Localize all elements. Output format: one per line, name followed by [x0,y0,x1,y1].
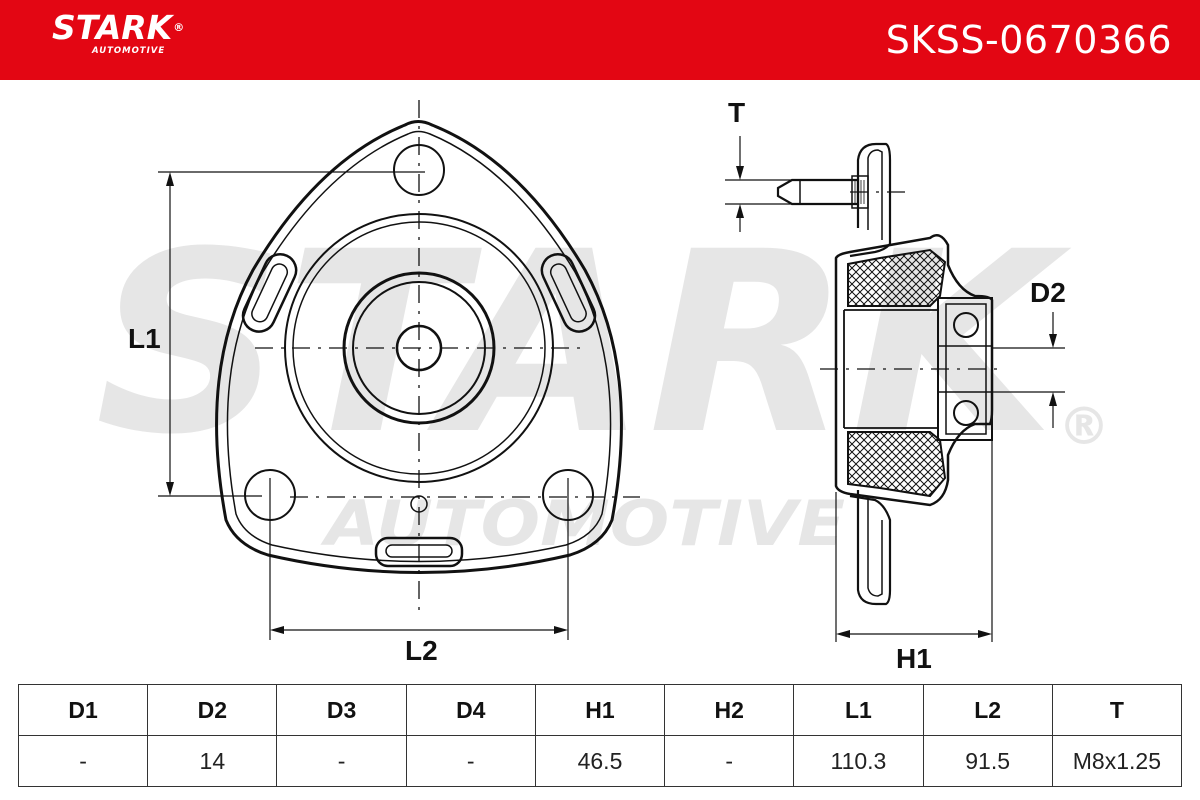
slot-right [540,252,597,333]
spec-header-d4: D4 [405,684,536,736]
spec-header-h1: H1 [534,684,666,736]
technical-drawing: STARK AUTOMOTIVE ® [95,97,1110,674]
spec-table-header-row: D1 D2 D3 D4 H1 H2 L1 L2 T [17,684,1183,736]
brand-name: STARK [52,8,173,47]
label-t: T [728,97,745,128]
spec-value-h2: - [664,735,795,787]
dimension-l1 [158,171,425,497]
brand-logo: STARK® AUTOMOTIVE [52,8,185,57]
plate-outline [215,120,623,574]
header-bar: STARK® AUTOMOTIVE SKSS-0670366 [0,0,1200,80]
spec-header-t: T [1051,684,1183,736]
label-l2: L2 [405,635,438,666]
spec-header-d3: D3 [276,684,407,736]
brand-subtitle: AUTOMOTIVE [92,46,166,56]
spec-value-d2: 14 [147,735,278,787]
side-view [725,136,1065,642]
spec-value-d3: - [276,735,407,787]
inner-sleeve [843,309,938,429]
watermark-registered: ® [1058,397,1110,457]
spec-value-l1: 110.3 [793,735,924,787]
spec-value-h1: 46.5 [534,735,666,787]
spec-header-d2: D2 [147,684,278,736]
bearing-ball-upper [953,312,979,338]
rubber-lower [847,431,947,498]
label-l1: L1 [128,323,161,354]
label-h1: H1 [896,643,932,674]
spec-header-l2: L2 [922,684,1053,736]
spec-value-d1: - [17,735,149,787]
spec-header-d1: D1 [17,684,149,736]
brand-registered-mark: ® [173,21,185,34]
spec-value-d4: - [405,735,536,787]
spec-table-value-row: - 14 - - 46.5 - 110.3 91.5 M8x1.25 [17,735,1183,787]
watermark: STARK AUTOMOTIVE ® [95,198,1110,560]
center-lines [255,100,640,612]
spec-value-t: M8x1.25 [1051,735,1183,787]
rubber-upper [847,248,947,307]
spec-header-l1: L1 [793,684,924,736]
label-d2: D2 [1030,277,1066,308]
flange-upper [849,142,892,258]
spec-value-l2: 91.5 [922,735,1053,787]
bearing-ball-lower [953,400,979,426]
spec-header-h2: H2 [664,684,795,736]
dimension-d2 [992,312,1065,428]
dimension-h1 [835,428,993,642]
flange-lower [849,490,892,606]
dimension-l2 [269,478,569,640]
watermark-sub: AUTOMOTIVE [319,487,845,560]
slot-left [241,252,298,333]
spec-table: D1 D2 D3 D4 H1 H2 L1 L2 T - 14 - - 46.5 … [17,684,1183,787]
front-view [158,100,640,640]
flange-lower-inner [867,496,883,597]
part-number: SKSS-0670366 [885,18,1172,62]
flange-upper-inner [867,149,883,240]
dimension-t [725,136,855,232]
